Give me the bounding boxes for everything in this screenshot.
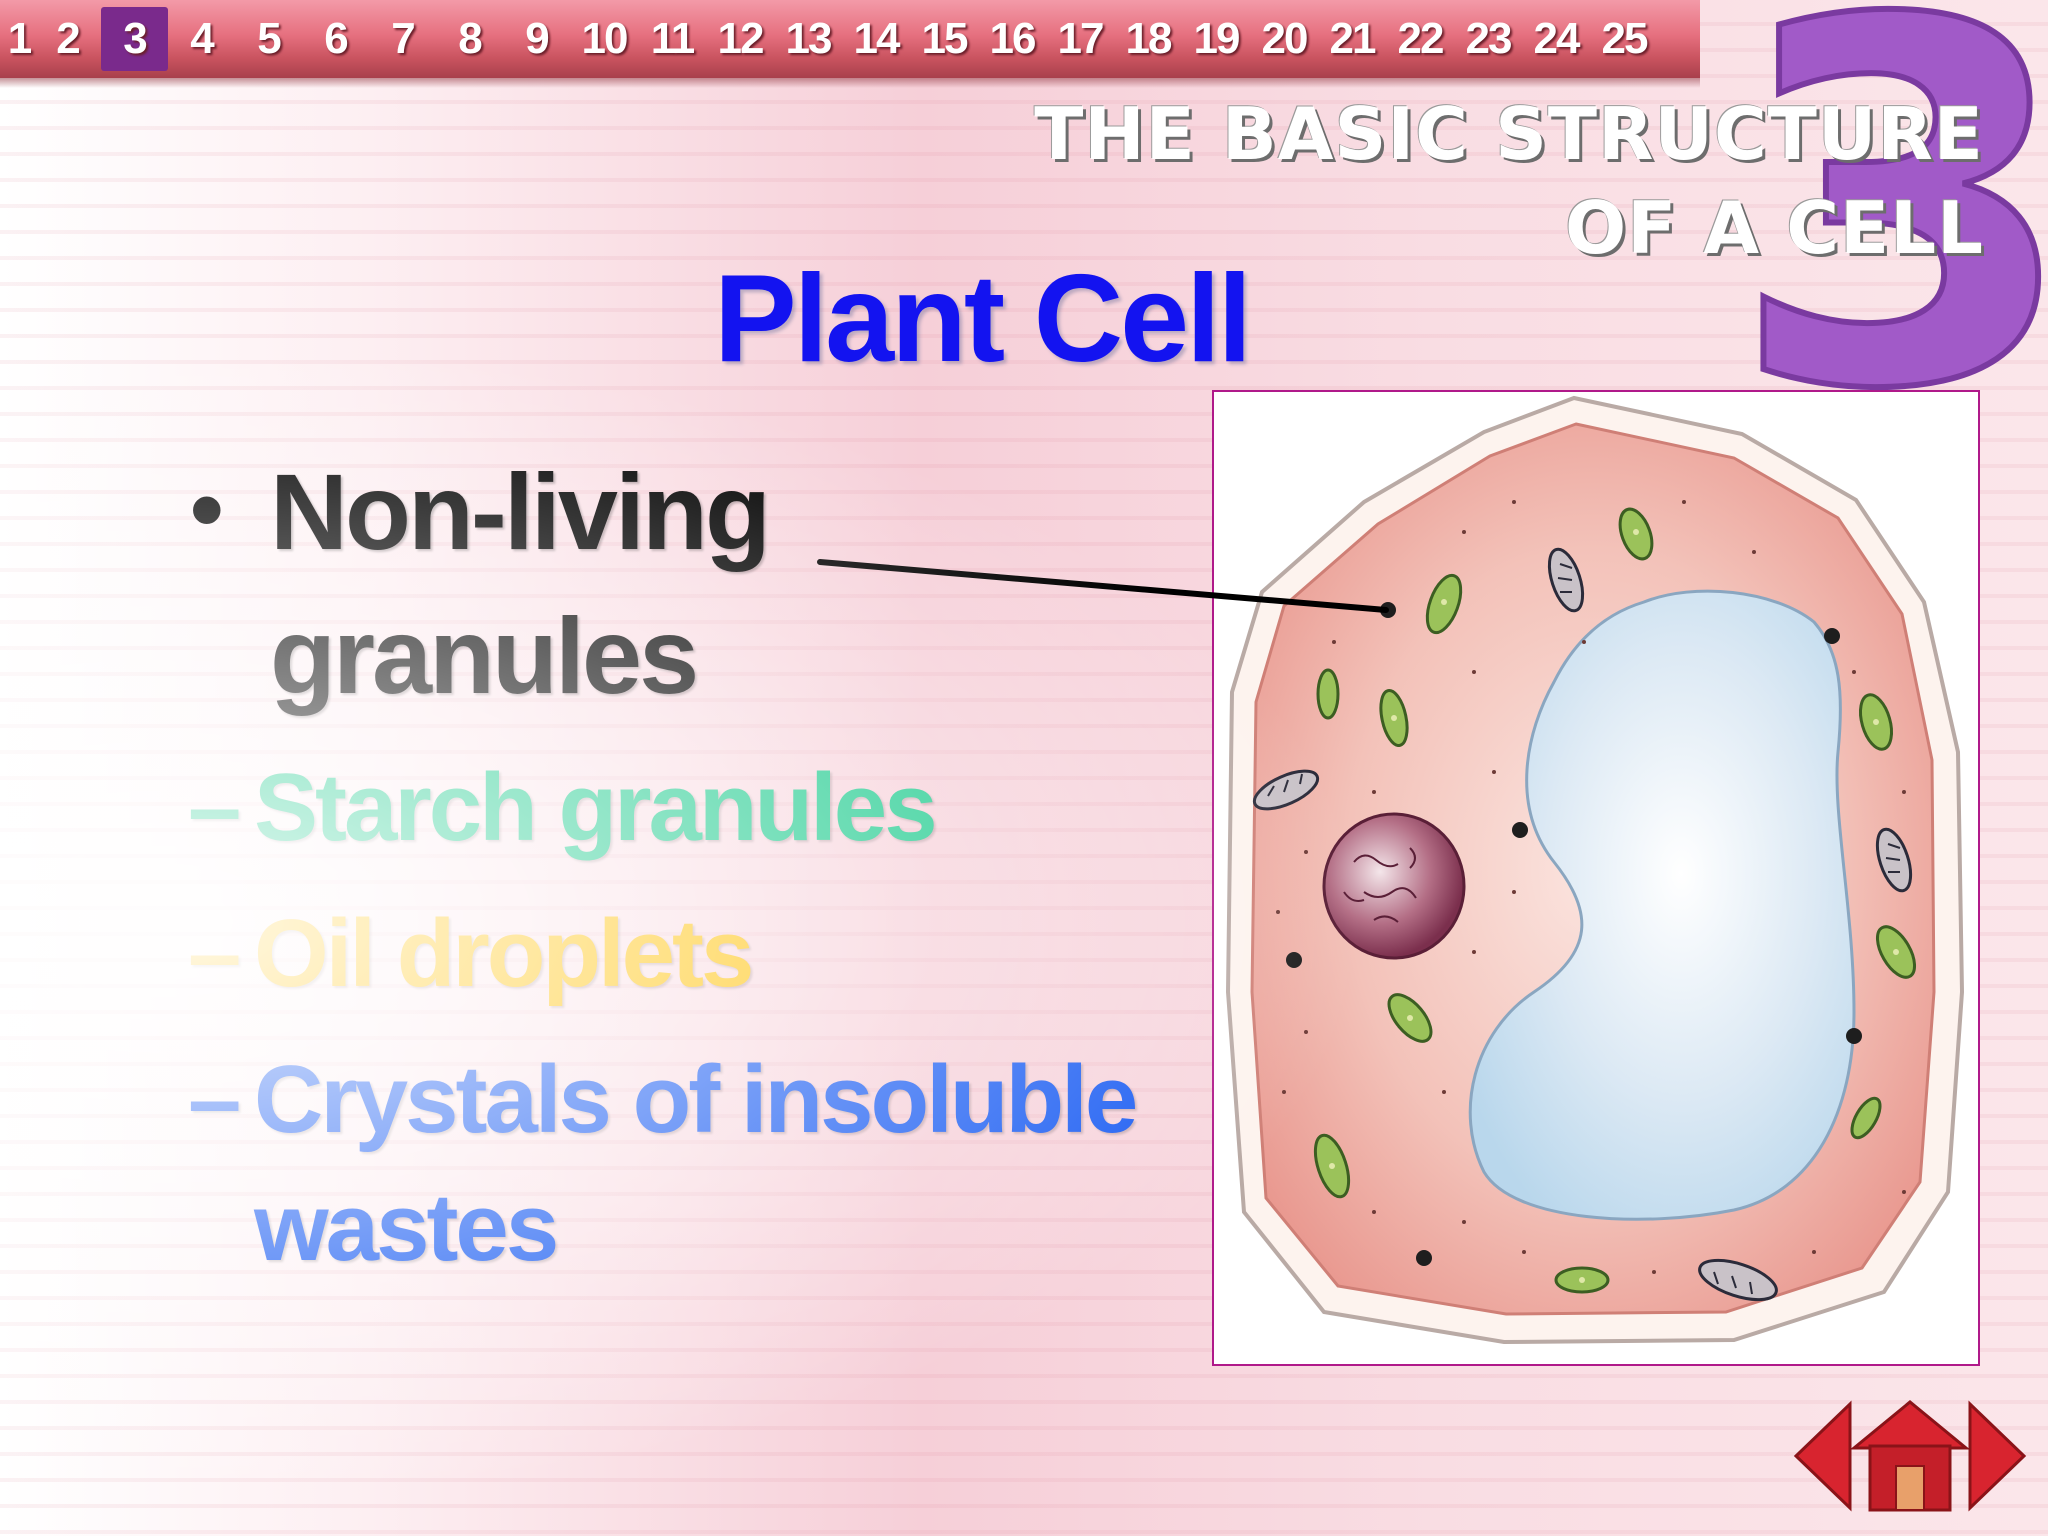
chromatin	[1343, 847, 1417, 923]
chapter-title-line1: THE BASIC STRUCTURE	[1034, 92, 1984, 176]
slide-number-7[interactable]: 7	[391, 14, 415, 63]
slide-number-22[interactable]: 22	[1397, 14, 1445, 63]
chloroplast-detail	[1329, 529, 1899, 1283]
slide-number-5[interactable]: 5	[257, 14, 281, 63]
slide-title: Plant Cell	[714, 250, 1252, 388]
sub-item-starch-granules: –Starch granules	[188, 744, 938, 872]
arrow-right-icon[interactable]	[1968, 1400, 2027, 1512]
mitochondria-cristae	[1267, 563, 1901, 1295]
slide-number-25[interactable]: 25	[1601, 14, 1649, 63]
slide-number-20[interactable]: 20	[1261, 14, 1309, 63]
slide-number-6[interactable]: 6	[324, 14, 348, 63]
slide-number-10[interactable]: 10	[581, 14, 629, 63]
slide-number-23[interactable]: 23	[1465, 14, 1513, 63]
arrow-left-icon[interactable]	[1793, 1400, 1852, 1512]
vacuole	[1468, 589, 1856, 1221]
sub-item-label: Starch granules	[254, 754, 938, 861]
sub-item-label: Crystals of insoluble	[254, 1046, 1138, 1153]
slide-number-12[interactable]: 12	[717, 14, 765, 63]
dash-icon: –	[188, 1046, 241, 1153]
slide-number-19[interactable]: 19	[1193, 14, 1241, 63]
dash-icon: –	[188, 900, 241, 1007]
chapter-title: THE BASIC STRUCTURE OF A CELL	[1034, 98, 1984, 264]
slide-number-18[interactable]: 18	[1125, 14, 1173, 63]
sub-item-label-continued: wastes	[254, 1174, 559, 1281]
slide-number-9[interactable]: 9	[525, 14, 549, 63]
plant-cell-illustration	[1225, 395, 1965, 1345]
slide-number-4[interactable]: 4	[190, 14, 214, 63]
slide-number-15[interactable]: 15	[921, 14, 969, 63]
bullet-dot-icon: •	[190, 456, 224, 563]
slide-nav-buttons[interactable]	[1790, 1396, 2030, 1516]
plant-cell-diagram	[1212, 390, 1980, 1366]
slide-number-21[interactable]: 21	[1329, 14, 1377, 63]
cytoplasm-speckles	[1276, 500, 1906, 1274]
sub-item-oil-droplets: –Oil droplets	[188, 890, 754, 1018]
chapter-title-line2: OF A CELL	[1564, 186, 1984, 270]
slide-number-24[interactable]: 24	[1533, 14, 1581, 63]
slide-number-14[interactable]: 14	[853, 14, 901, 63]
bullet-item: • Non-living granules	[190, 440, 830, 728]
sub-item-crystals: –Crystals of insoluble wastes	[188, 1036, 1138, 1292]
slide-number-11[interactable]: 11	[650, 14, 696, 63]
slide-number-13[interactable]: 13	[785, 14, 833, 63]
slide-number-17[interactable]: 17	[1057, 14, 1105, 63]
nucleus	[1322, 812, 1466, 960]
sub-item-label: Oil droplets	[254, 900, 754, 1007]
slide-number-3[interactable]: 3	[101, 7, 168, 71]
chapter-number-graphic: 3	[1740, 0, 2048, 400]
slide-number-16[interactable]: 16	[989, 14, 1037, 63]
slide-number-1[interactable]: 1	[7, 14, 32, 63]
home-icon[interactable]	[1849, 1400, 1971, 1512]
slide-number-8[interactable]: 8	[458, 14, 482, 63]
slide-number-2[interactable]: 2	[56, 14, 80, 63]
chapter-number: 3	[1740, 0, 2048, 400]
bullet-text: Non-living granules	[270, 451, 771, 716]
dash-icon: –	[188, 754, 241, 861]
